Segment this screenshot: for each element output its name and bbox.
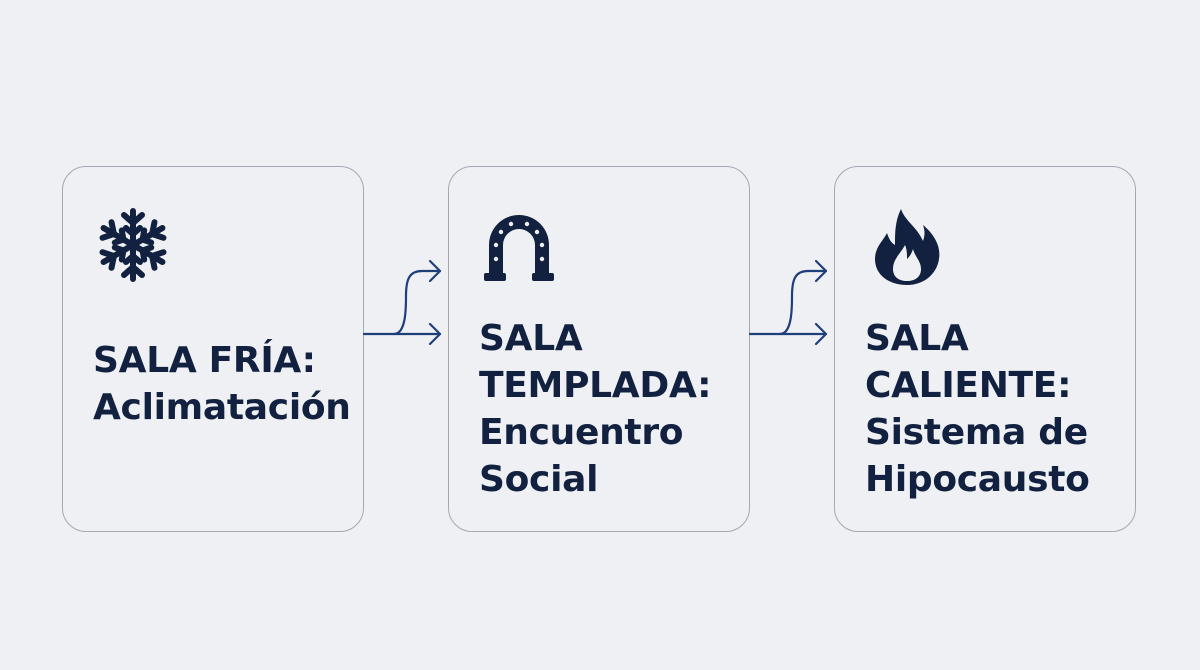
- flame-icon: [865, 205, 945, 285]
- step-card-cold-room: SALA FRÍA: Aclimatación: [62, 166, 364, 532]
- step-title-line: SALA: [479, 318, 583, 359]
- step-title-line: Encuentro: [479, 412, 684, 453]
- step-title: SALA TEMPLADA: Encuentro Social: [479, 315, 739, 503]
- step-title-line: Aclimatación: [93, 387, 351, 428]
- step-title: SALA CALIENTE: Sistema de Hipocausto: [865, 315, 1125, 503]
- step-title-line: SALA FRÍA:: [93, 340, 316, 381]
- flow-arrow-1: [362, 248, 448, 348]
- step-title: SALA FRÍA: Aclimatación: [93, 337, 353, 431]
- step-card-warm-room: SALA TEMPLADA: Encuentro Social: [448, 166, 750, 532]
- step-title-line: CALIENTE:: [865, 365, 1072, 406]
- step-title-line: SALA: [865, 318, 969, 359]
- step-title-line: Sistema de: [865, 412, 1088, 453]
- step-title-line: Social: [479, 459, 599, 500]
- step-title-line: TEMPLADA:: [479, 365, 712, 406]
- horseshoe-icon: [479, 205, 559, 285]
- step-card-hot-room: SALA CALIENTE: Sistema de Hipocausto: [834, 166, 1136, 532]
- snowflake-icon: [93, 205, 173, 285]
- step-title-line: Hipocausto: [865, 459, 1090, 500]
- flow-arrow-2: [748, 248, 834, 348]
